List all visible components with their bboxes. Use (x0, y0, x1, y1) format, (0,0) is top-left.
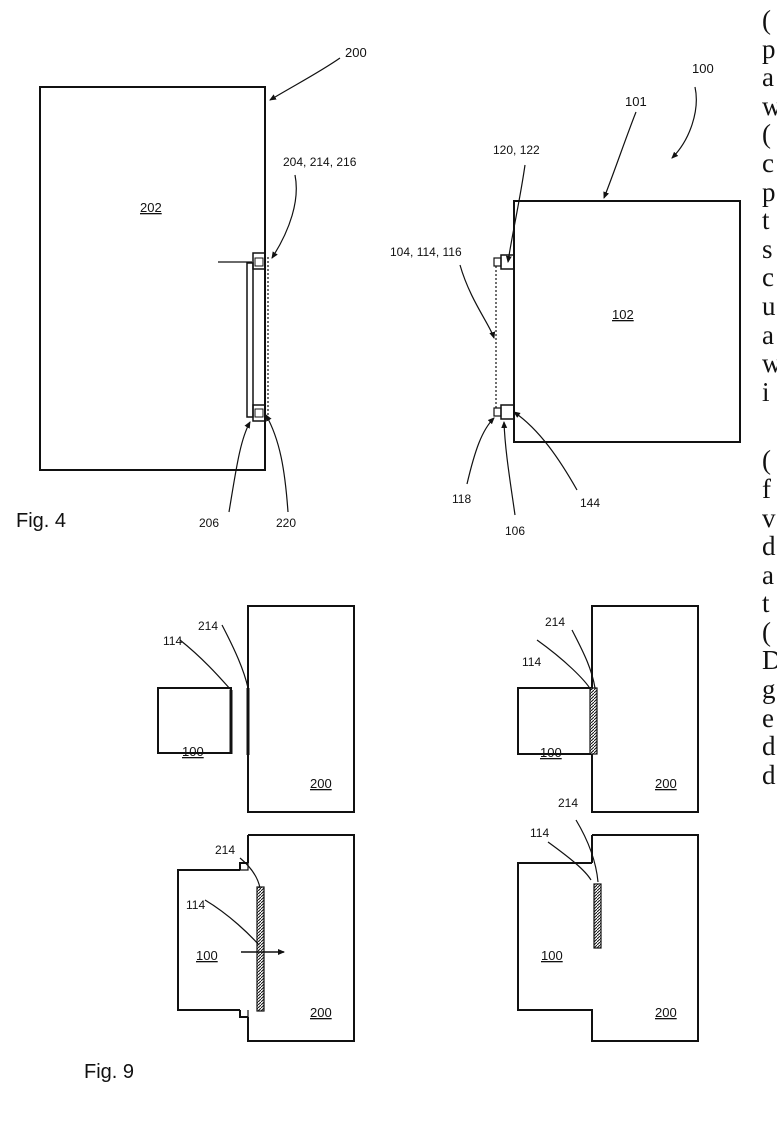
label-120-122: 120, 122 (493, 143, 540, 157)
text-column-letter: e (762, 704, 777, 733)
text-column-letter: ( (762, 446, 777, 475)
text-column-letter: p (762, 35, 777, 64)
fig9-p4-label-214: 214 (558, 796, 578, 810)
label-118: 118 (452, 492, 471, 506)
text-column-letter: ( (762, 618, 777, 647)
text-column-letter: g (762, 675, 777, 704)
label-202: 202 (140, 200, 162, 215)
label-106: 106 (505, 524, 525, 538)
text-column-letter: s (762, 235, 777, 264)
fig9-p1-label-214: 214 (198, 619, 218, 633)
fig9-p4-device: 100 (541, 948, 563, 963)
text-column-letter: w (762, 349, 777, 378)
text-column-letter: p (762, 178, 777, 207)
fig9-p3-label-114: 114 (186, 898, 205, 912)
label-200: 200 (345, 45, 367, 60)
label-101: 101 (625, 94, 647, 109)
carrier-200-body (40, 87, 265, 470)
text-column-letter: u (762, 292, 777, 321)
fig9-p3-carrier: 200 (310, 1005, 332, 1020)
fig9-p2-device: 100 (540, 745, 562, 760)
text-column-letter: w (762, 92, 777, 121)
text-column-letter: i (762, 378, 777, 407)
text-column-letter (762, 406, 777, 446)
text-column-letter: a (762, 63, 777, 92)
label-144: 144 (580, 496, 600, 510)
text-column-letter: ( (762, 6, 777, 35)
label-204-214-216: 204, 214, 216 (283, 155, 357, 169)
label-220: 220 (276, 516, 296, 530)
text-column-letter: c (762, 263, 777, 292)
label-104-114-116: 104, 114, 116 (390, 245, 462, 259)
interface-strip-206 (247, 263, 253, 417)
text-column-letter: a (762, 561, 777, 590)
text-column-letter: D (762, 646, 777, 675)
fig9-p3-label-214: 214 (215, 843, 235, 857)
text-column-letter: d (762, 732, 777, 761)
connector-top-100 (501, 255, 514, 269)
figure-9 (158, 606, 698, 1041)
label-100: 100 (692, 61, 714, 76)
fig9-p1-device: 100 (182, 744, 204, 759)
fig9-p4-label-114: 114 (530, 826, 549, 840)
figure-9-caption: Fig. 9 (84, 1061, 134, 1083)
text-column-letter: a (762, 321, 777, 350)
figure-4-caption: Fig. 4 (16, 510, 66, 532)
fig9-p2-label-114: 114 (522, 655, 541, 669)
label-206: 206 (199, 516, 219, 530)
fig9-p1-carrier: 200 (310, 776, 332, 791)
text-column-letter: t (762, 589, 777, 618)
text-column-letter: t (762, 206, 777, 235)
cropped-text-column: (paw(cptscuawi(fvdat(Dgedd (762, 0, 777, 789)
text-column-letter: v (762, 504, 777, 533)
text-column-letter: d (762, 761, 777, 790)
fig9-p2-label-214: 214 (545, 615, 565, 629)
text-column-letter: f (762, 475, 777, 504)
fig9-p1-label-114: 114 (163, 634, 182, 648)
fig9-p2-carrier: 200 (655, 776, 677, 791)
fig9-p4-carrier: 200 (655, 1005, 677, 1020)
text-column-letter: d (762, 532, 777, 561)
fig9-p3-device: 100 (196, 948, 218, 963)
label-102: 102 (612, 307, 634, 322)
text-column-letter: c (762, 149, 777, 178)
figure-4 (40, 58, 740, 515)
text-column-letter: ( (762, 120, 777, 149)
connector-bottom-100 (501, 405, 514, 419)
